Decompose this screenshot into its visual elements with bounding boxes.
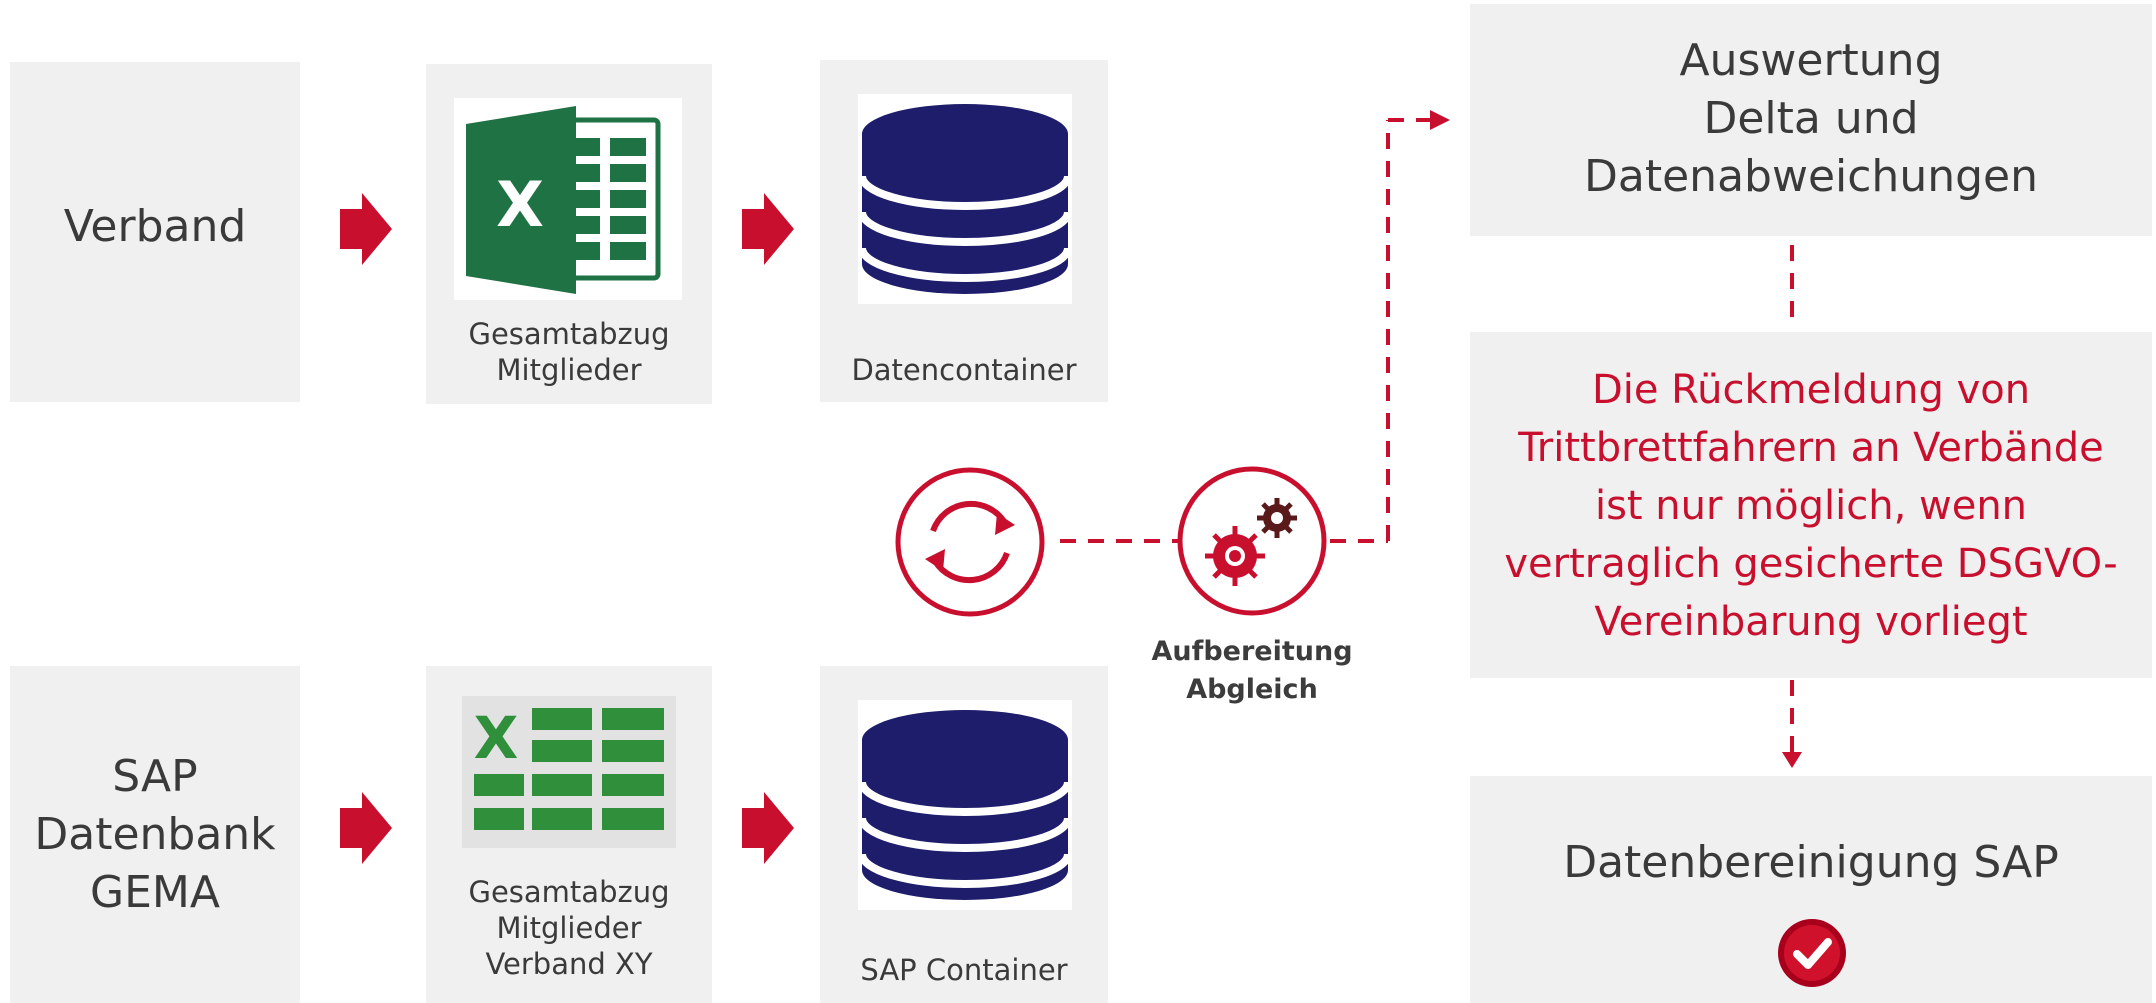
file-caption-top-1: Gesamtabzug bbox=[468, 317, 670, 351]
notice-line-3: ist nur möglich, wenn bbox=[1594, 483, 2028, 529]
arrow-right-icon bbox=[742, 193, 794, 265]
checkmark-badge-icon bbox=[1778, 919, 1846, 987]
notice-line-5: Vereinbarung vorliegt bbox=[1594, 599, 2028, 645]
notice-box: Die Rückmeldung von Trittbrettfahrern an… bbox=[1470, 332, 2152, 678]
file-caption-bottom-1: Gesamtabzug bbox=[468, 875, 670, 909]
file-box-top: X Gesamtabzug Mitglieder bbox=[426, 64, 712, 404]
evaluation-box: Auswertung Delta und Datenabweichungen bbox=[1470, 4, 2152, 236]
evaluation-line-2: Delta und bbox=[1703, 93, 1919, 144]
container-caption-bottom: SAP Container bbox=[860, 953, 1068, 987]
source-label-sap-3: GEMA bbox=[90, 867, 220, 918]
container-box-bottom: SAP Container bbox=[820, 666, 1108, 1003]
file-caption-top-2: Mitglieder bbox=[496, 353, 642, 387]
arrow-right-icon bbox=[340, 193, 392, 265]
arrow-right-icon bbox=[742, 792, 794, 864]
cleanup-box: Datenbereinigung SAP bbox=[1470, 776, 2152, 1003]
excel-sheet-icon: X bbox=[462, 696, 676, 848]
source-label-sap-1: SAP bbox=[112, 751, 198, 802]
source-box-verband: Verband bbox=[10, 62, 300, 402]
file-caption-bottom-3: Verband XY bbox=[485, 947, 653, 981]
file-caption-bottom-2: Mitglieder bbox=[496, 911, 642, 945]
container-caption-top: Datencontainer bbox=[851, 353, 1077, 387]
source-label-sap-2: Datenbank bbox=[34, 809, 276, 860]
file-box-bottom: X Gesamtabzug Mitglieder Verband XY bbox=[426, 666, 712, 1003]
arrow-right-icon bbox=[340, 792, 392, 864]
notice-line-4: vertraglich gesicherte DSGVO- bbox=[1504, 541, 2118, 587]
svg-text:X: X bbox=[474, 704, 519, 772]
cleanup-label: Datenbereinigung SAP bbox=[1563, 837, 2059, 888]
evaluation-line-3: Datenabweichungen bbox=[1584, 151, 2038, 202]
evaluation-line-1: Auswertung bbox=[1679, 35, 1943, 86]
source-box-sap: SAP Datenbank GEMA bbox=[10, 666, 300, 1003]
source-label-verband: Verband bbox=[63, 201, 247, 252]
notice-line-2: Trittbrettfahrern an Verbände bbox=[1518, 425, 2104, 471]
gears-icon bbox=[1177, 466, 1327, 616]
svg-text:X: X bbox=[496, 168, 544, 241]
database-icon bbox=[858, 700, 1072, 910]
process-label-1: Aufbereitung bbox=[1151, 636, 1353, 667]
container-box-top: Datencontainer bbox=[820, 60, 1108, 402]
database-icon bbox=[858, 94, 1072, 304]
notice-line-1: Die Rückmeldung von bbox=[1591, 367, 2031, 413]
sync-icon bbox=[895, 467, 1045, 617]
excel-logo-icon: X bbox=[454, 98, 682, 300]
process-label-2: Abgleich bbox=[1186, 674, 1318, 705]
